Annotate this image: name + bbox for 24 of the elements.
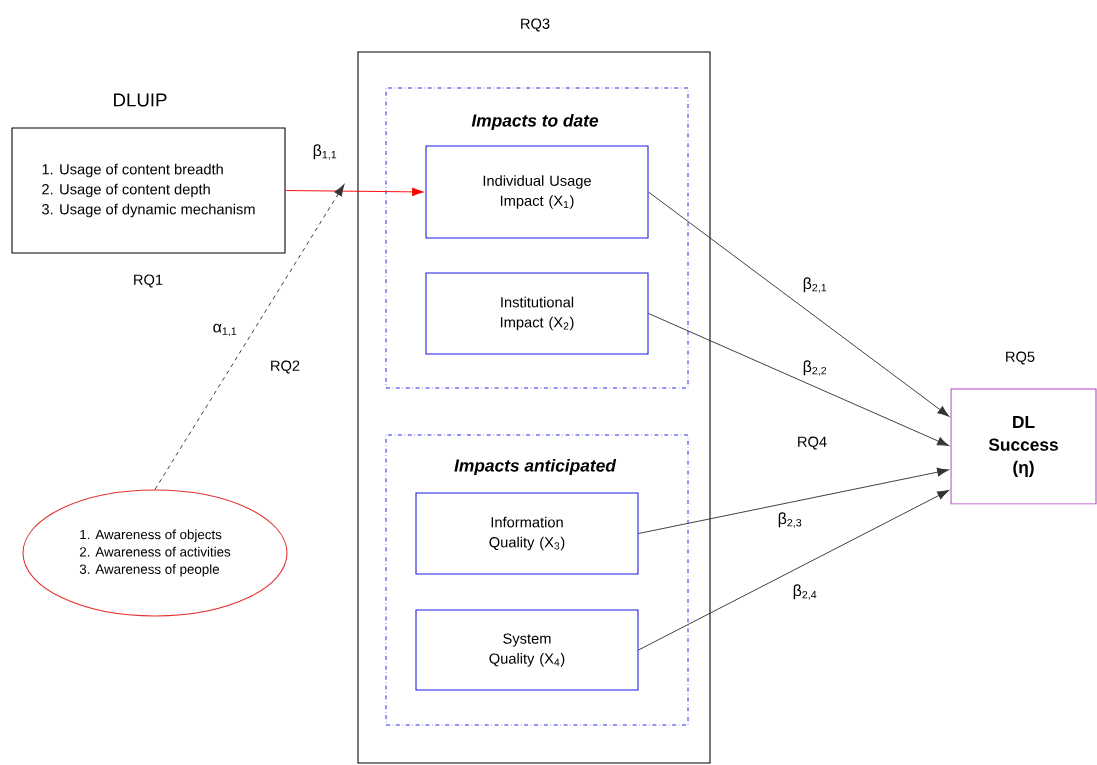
process-box: Information Quality (X$_{3}$) (415, 492, 639, 575)
path-coefficient: α$_{1,1}$ (211, 322, 239, 338)
path-coefficient: β$_{2,4}$ (791, 583, 819, 601)
arrow (638, 467, 949, 534)
question-label: RQ4 (798, 436, 827, 450)
box-heading: DLUIP (114, 93, 167, 107)
arrow (285, 187, 424, 197)
arrow (154, 184, 345, 490)
result-box: DL Success (η) (950, 388, 1097, 505)
arrow (638, 489, 950, 651)
path-coefficient: β$_{2,1}$ (801, 276, 829, 294)
process-box: Individual Usage Impact (X$_{1}$) (425, 145, 649, 239)
path-coefficient: β$_{2,2}$ (801, 359, 829, 377)
process-box: System Quality (X$_{4}$) (415, 609, 639, 691)
arrow (648, 313, 950, 447)
box-heading: RQ3 (521, 18, 550, 32)
question-label: RQ2 (271, 360, 300, 374)
path-coefficient: β$_{2,3}$ (776, 511, 804, 529)
process-box: Institutional Impact (X$_{2}$) (425, 272, 649, 355)
path-coefficient: β$_{1,1}$ (311, 143, 339, 161)
list-box: 1. Usage of content breadth 2. Usage of content depth 3. Usage of dynamic mechanism (11, 127, 286, 254)
question-label: RQ1 (134, 274, 163, 288)
arrow (648, 191, 950, 417)
box-heading: RQ5 (1006, 351, 1035, 365)
